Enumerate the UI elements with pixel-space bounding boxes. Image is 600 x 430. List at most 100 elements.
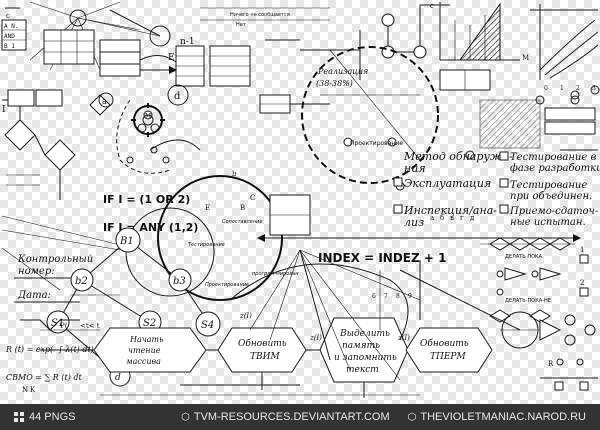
left-flow: I a xyxy=(2,89,114,200)
zi-1: z(I) xyxy=(239,312,252,320)
node-s1: S1 xyxy=(51,318,64,329)
node-b3: b3 xyxy=(173,276,186,287)
node-b2: b2 xyxy=(75,276,88,287)
svg-text:2: 2 xyxy=(580,279,584,287)
formula-if-2: IF I = ANY (1,2) xyxy=(103,221,198,234)
hexagon-icon: ⬡ xyxy=(181,411,190,423)
formulas: IF I = (1 OR 2) IF I = ANY (1,2) INDEX =… xyxy=(103,193,581,265)
cb-tick-4: д xyxy=(470,214,475,222)
link-deviantart-label: TVM-RESOURCES.DEVIANTART.COM xyxy=(193,411,390,423)
gear-tree: M xyxy=(116,99,201,174)
sketch-collage: A N. AND B 1 n-1 d E I xyxy=(1,1,600,398)
svg-text:Проектирование: Проектирование xyxy=(350,140,403,147)
hexagon-icon: ⬡ xyxy=(407,411,417,423)
hex4-b: ТПЕРМ xyxy=(430,352,466,362)
hex3-b: память xyxy=(342,341,380,351)
realizacia-label: Реализация xyxy=(317,67,368,76)
top-right-graph: M c 0 1 2 3 xyxy=(430,2,599,92)
inspek-2: лиз xyxy=(404,216,424,229)
middle-circle: Сопоставление Тестирование Проектировани… xyxy=(125,175,311,301)
ekspl: Эксплуатация xyxy=(404,177,491,190)
num-6: 6 xyxy=(372,293,376,300)
test-2b: при объединен. xyxy=(510,191,592,202)
label-kontr: Контрольный xyxy=(17,254,93,265)
fan-lines: R xyxy=(229,249,598,391)
big-dashed-circle: Реализация (38-38%) xyxy=(265,39,475,191)
cb-tick-2: в xyxy=(450,214,454,222)
right-text-block: Проектирование Метод обнаруже- ния Экспл… xyxy=(350,95,600,229)
footer-bar: 44 PNGS ⬡ TVM-RESOURCES.DEVIANTART.COM ⬡… xyxy=(0,404,600,430)
footer-links: ⬡ TVM-RESOURCES.DEVIANTART.COM ⬡ THEVIOL… xyxy=(181,411,586,423)
svg-text:B: B xyxy=(240,204,245,212)
svg-text:M: M xyxy=(145,113,151,120)
cb-tick-3: г xyxy=(460,214,464,222)
num-9: 9 xyxy=(408,293,412,300)
top-left-cluster: A N. AND B 1 n-1 d E xyxy=(1,1,251,106)
label-b: b xyxy=(232,170,237,178)
realizacia-pct: (38-38%) xyxy=(316,79,353,88)
label-d: d xyxy=(174,91,181,102)
delat-poka: ДЕЛАТЬ ПОКА xyxy=(505,254,543,260)
inspek-1: Инспекция/ана- xyxy=(403,204,497,217)
svg-text:R: R xyxy=(548,360,554,368)
label-n-1: n-1 xyxy=(180,37,195,47)
node-d: d xyxy=(115,373,121,383)
sketch-svg: A N. AND B 1 n-1 d E I xyxy=(1,1,600,398)
misc-right: c C b xyxy=(5,7,600,296)
proekt-label: Проектирование xyxy=(205,282,249,288)
svg-text:A N.: A N. xyxy=(4,23,18,30)
test-3b: ные испытан. xyxy=(510,217,586,228)
formula-rt: R (t) = exp(- ∫ λ(t) dt) xyxy=(5,345,94,354)
zi-3: z(I) xyxy=(397,334,410,342)
svg-text:3: 3 xyxy=(592,85,596,92)
delat-poka-2: ДЕЛАТЬ-ПОКА-НЕ xyxy=(505,298,551,304)
label-data: Дата: xyxy=(17,290,51,301)
link-deviantart[interactable]: ⬡ TVM-RESOURCES.DEVIANTART.COM xyxy=(181,411,390,423)
link-narod-label: THEVIOLETMANIAC.NAROD.RU xyxy=(420,411,586,423)
label-nomer: номер: xyxy=(18,266,55,277)
node-s2: S2 xyxy=(143,318,156,329)
link-narod[interactable]: ⬡ THEVIOLETMANIAC.NAROD.RU xyxy=(408,411,586,423)
label-c: C xyxy=(250,194,255,202)
svg-text:AND: AND xyxy=(4,33,15,40)
svg-text:I: I xyxy=(2,105,6,115)
hex3-c: и запомнить xyxy=(334,353,397,363)
hex3-d: текст xyxy=(346,365,379,375)
png-count-label: 44 PNGS xyxy=(29,411,76,423)
hex1-c: массива xyxy=(126,357,161,366)
svg-text:<t< t: <t< t xyxy=(80,322,100,330)
num-8: 8 xyxy=(396,293,400,300)
axis-n: N xyxy=(22,386,28,394)
svg-text:B 1: B 1 xyxy=(4,43,15,50)
label-a: a xyxy=(102,97,107,106)
svg-text:0: 0 xyxy=(544,85,548,92)
hexagon-row: Начать чтение массива Обновить ТВИМ Выде… xyxy=(40,312,493,398)
metod-1: Метод обнаруже- xyxy=(403,150,513,163)
zi-2: z(I) xyxy=(309,334,322,342)
hex4-a: Обновить xyxy=(420,338,469,349)
cb-tick-0: а xyxy=(430,214,434,222)
right-mid-box: 6 7 8 9 а б в г д xyxy=(372,214,475,330)
node-b1: B1 xyxy=(119,236,134,247)
progr-label: програм-мирован xyxy=(252,271,299,277)
test-3: Приемо-сдаточ- xyxy=(509,206,599,217)
cb-tick-1: б xyxy=(440,214,444,222)
hex1-a: Начать xyxy=(129,335,163,344)
axis-m: M xyxy=(522,54,529,62)
svg-text:1: 1 xyxy=(560,85,564,92)
hex2-a: Обновить xyxy=(238,338,287,349)
svg-text:c: c xyxy=(6,12,10,20)
reliability-formulas: R (t) = exp(- ∫ λ(t) dt) CBMO = ∑ R (t) … xyxy=(5,319,100,394)
svg-text:1: 1 xyxy=(580,246,584,254)
label-e: E xyxy=(168,53,175,63)
test-1b: фазе разработки xyxy=(510,163,600,174)
left-labels: Контрольный номер: Дата: xyxy=(1,215,121,303)
axis-c: c xyxy=(430,2,434,10)
test-2: Тестирование xyxy=(510,180,587,191)
svg-text:Нет: Нет xyxy=(236,22,246,28)
svg-text:Ничего не сообщается: Ничего не сообщается xyxy=(230,12,290,18)
top-wiring: Ничего не сообщается Нет xyxy=(200,4,450,114)
testir-label: Тестирование xyxy=(188,242,225,248)
metod-2: ния xyxy=(404,162,426,175)
test-1: Тестирование в xyxy=(510,152,596,163)
